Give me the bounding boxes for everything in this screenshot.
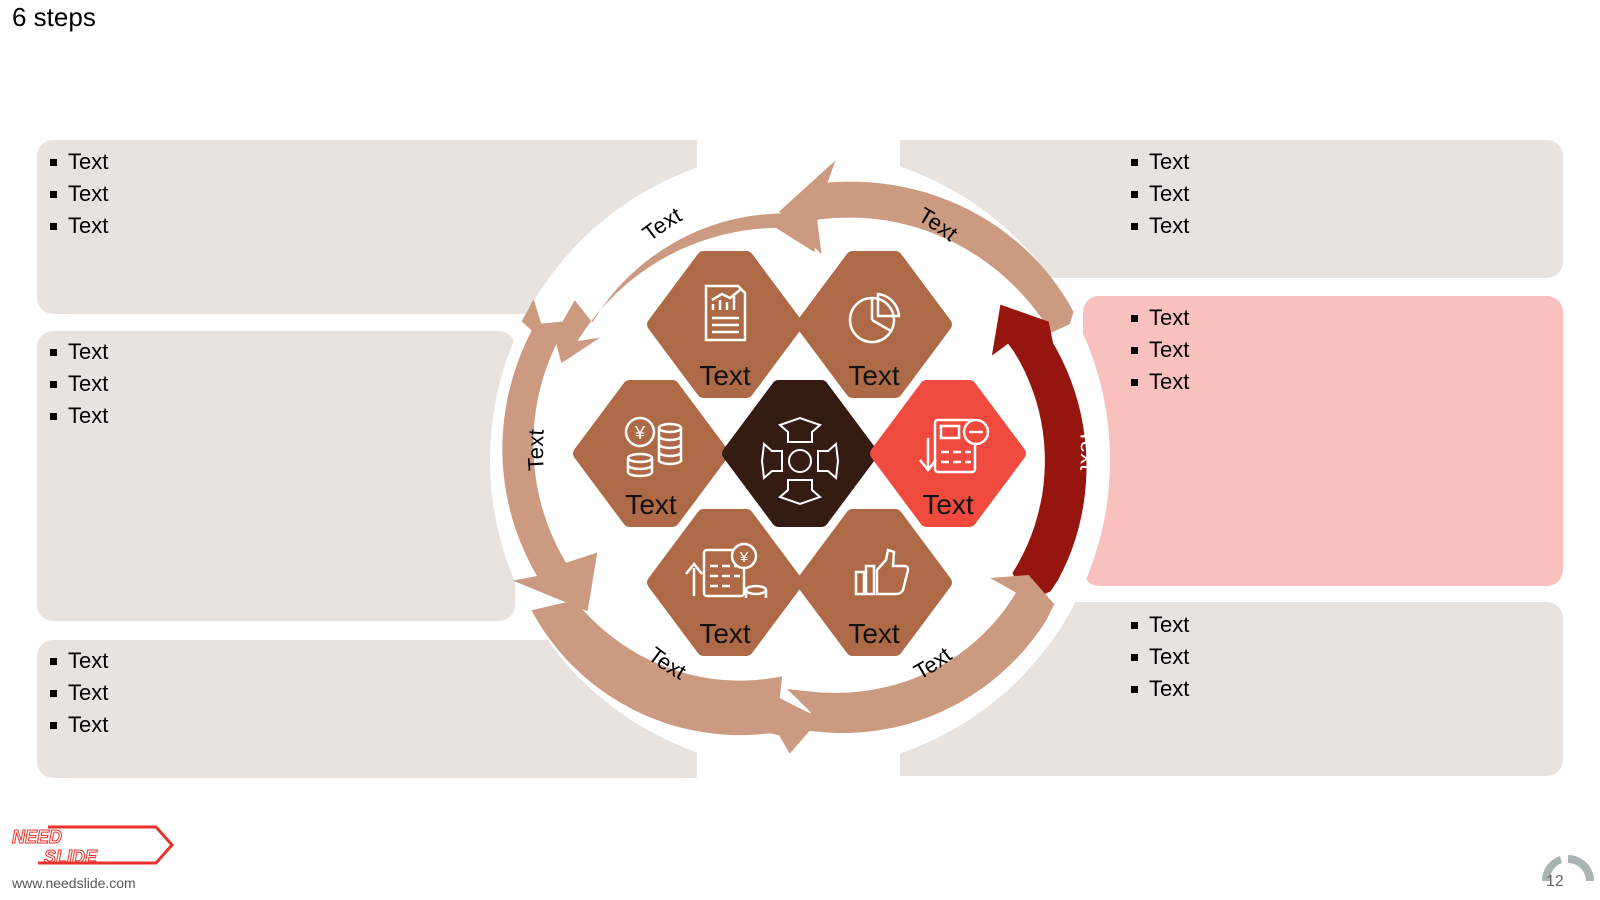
hex-label-top-right: Text (848, 360, 900, 391)
arrow-left (502, 299, 598, 612)
hex-mid-left: ¥ Text (573, 380, 729, 527)
coins-icon: ¥ (624, 416, 683, 478)
slide-title: 6 steps (12, 2, 96, 32)
hex-top-left: Text (647, 251, 803, 398)
bullet-item: Text (48, 709, 108, 741)
bullet-item: Text (1129, 641, 1189, 673)
bullet-item: Text (1129, 673, 1189, 705)
bullet-item: Text (1129, 302, 1189, 334)
hex-label-top-left: Text (699, 360, 751, 391)
logo-slide: SLIDE (44, 847, 98, 867)
needslide-logo: NEED SLIDE (12, 825, 175, 868)
bullets-bottom-right: Text Text Text (1129, 609, 1189, 705)
page-number: 12 (1546, 873, 1564, 890)
svg-text:¥: ¥ (634, 423, 646, 443)
page-badge-icon (1541, 855, 1594, 881)
bullet-item: Text (48, 400, 108, 432)
hex-label-bottom-left: Text (699, 618, 751, 649)
arrows-cycle-icon (760, 416, 840, 506)
bullet-item: Text (1129, 366, 1189, 398)
hex-mid-right: Text (870, 380, 1026, 527)
hex-label-mid-left: Text (625, 489, 677, 520)
bullet-item: Text (1129, 609, 1189, 641)
bullet-item: Text (1129, 178, 1189, 210)
hex-top-right: Text (796, 251, 952, 398)
thumbs-up-icon (854, 548, 910, 596)
hex-label-mid-right: Text (922, 489, 974, 520)
bullet-item: Text (48, 677, 108, 709)
bullets-top-left: Text Text Text (48, 146, 108, 242)
bullet-item: Text (1129, 146, 1189, 178)
arrow-bottom-right (787, 575, 1055, 733)
bullet-item: Text (1129, 210, 1189, 242)
bullet-item: Text (48, 336, 108, 368)
bullets-bottom-left: Text Text Text (48, 645, 108, 741)
bullets-mid-right: Text Text Text (1129, 302, 1189, 398)
arrow-bottom-left (531, 598, 821, 754)
bullet-item: Text (48, 645, 108, 677)
bullet-item: Text (48, 146, 108, 178)
cash-register-icon: ¥ (685, 542, 768, 598)
bullets-mid-left: Text Text Text (48, 336, 108, 432)
calculator-minus-icon (919, 418, 990, 474)
pie-chart-icon (848, 292, 901, 344)
arrow-right-highlight (991, 304, 1087, 602)
bullet-item: Text (48, 368, 108, 400)
hex-bottom-right: Text (796, 509, 952, 656)
bullet-item: Text (48, 178, 108, 210)
panel-mid-right (1083, 296, 1563, 586)
hex-label-bottom-right: Text (848, 618, 900, 649)
svg-text:¥: ¥ (739, 549, 749, 566)
logo-need: NEED (12, 827, 62, 847)
arrow-top-right (779, 160, 1074, 334)
report-chart-icon (704, 284, 747, 342)
bullet-item: Text (48, 210, 108, 242)
bullets-top-right: Text Text Text (1129, 146, 1189, 242)
hex-bottom-left: ¥ Text (647, 509, 803, 656)
hex-center (722, 380, 878, 527)
footer-url: www.needslide.com (12, 875, 136, 891)
bullet-item: Text (1129, 334, 1189, 366)
panel-mid-left (37, 331, 515, 621)
